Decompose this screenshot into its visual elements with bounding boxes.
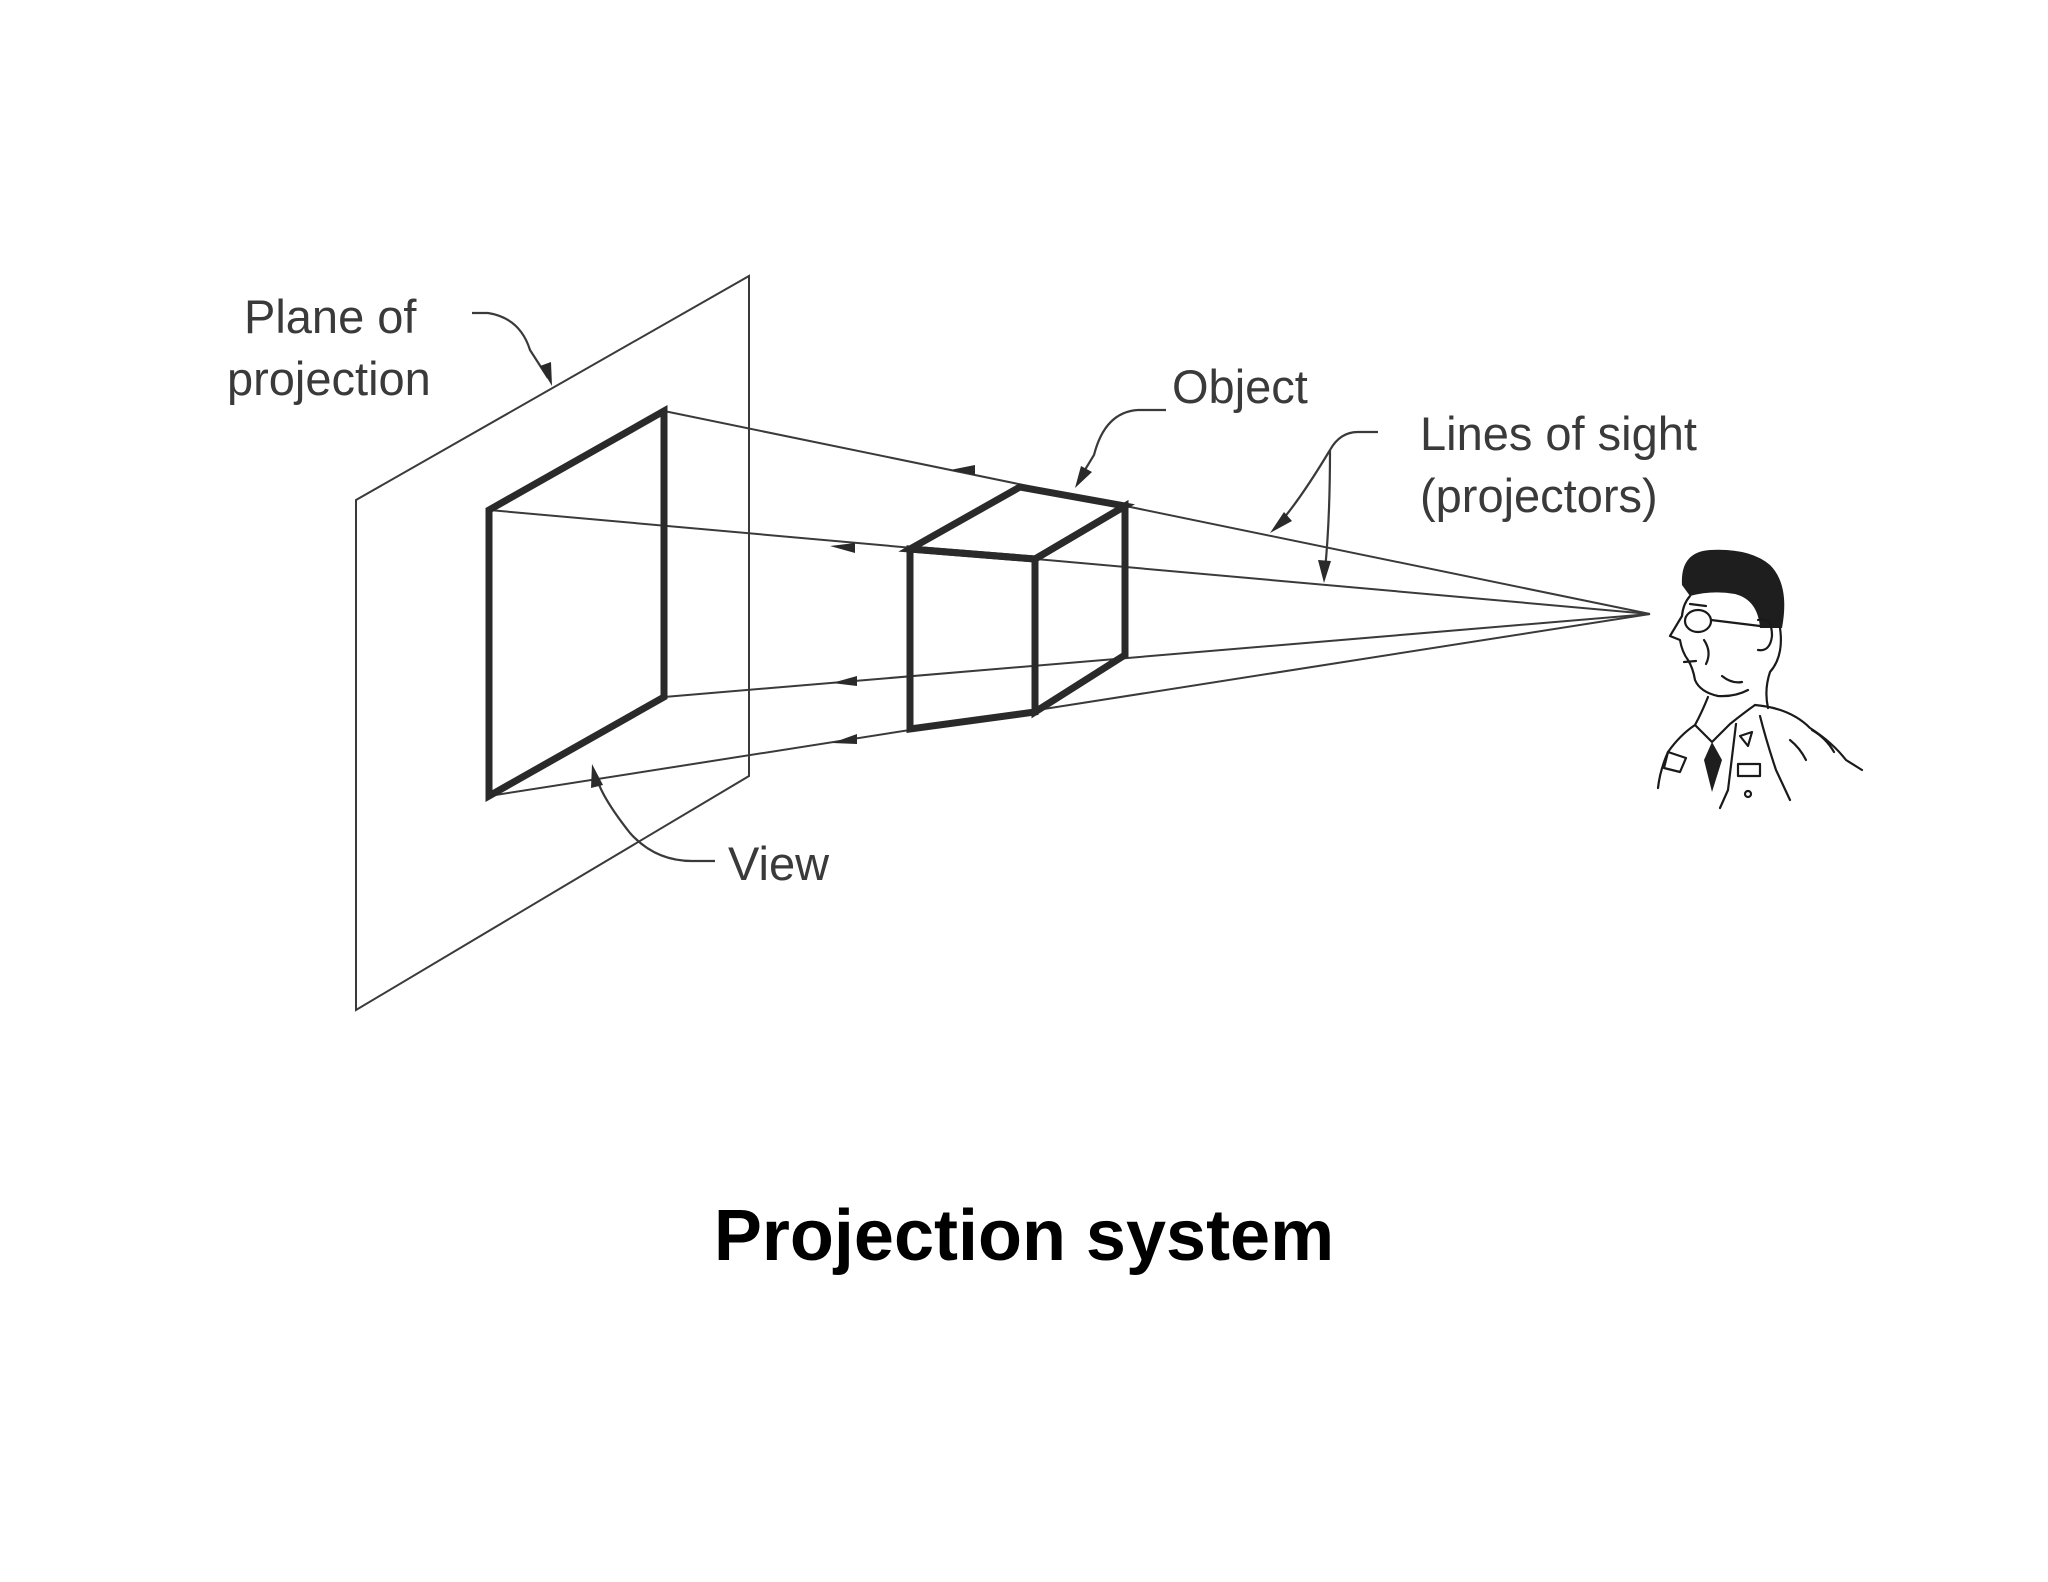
lines-of-sight-label-line2: (projectors) [1420, 469, 1658, 522]
plane-label-line1: Plane of [244, 290, 417, 343]
arrowhead [830, 543, 855, 553]
view-label: View [728, 837, 830, 890]
object-label: Object [1172, 360, 1308, 413]
object-cube [898, 483, 1135, 734]
arrowhead [832, 734, 857, 744]
projection-plane [355, 274, 750, 1012]
arrowhead [950, 465, 975, 475]
plane-label-line2: projection [227, 352, 431, 405]
projector-lines [488, 410, 1651, 797]
projector-arrowheads [830, 465, 975, 744]
projector-line [663, 613, 1651, 698]
lines-of-sight-leader [1270, 430, 1378, 583]
object-leader [1075, 408, 1166, 488]
projector-line [663, 410, 1651, 615]
diagram-caption: Projection system [713, 1196, 1335, 1276]
cube-front-face [906, 545, 1039, 734]
plane-leader [472, 311, 552, 386]
lines-of-sight-label-line1: Lines of sight [1420, 407, 1697, 460]
arrowhead [832, 676, 857, 686]
observer-figure [1656, 549, 1864, 810]
view-leader [591, 764, 715, 863]
cube-side-face [1031, 499, 1129, 719]
projector-line [488, 613, 1651, 797]
view-outline [485, 404, 668, 803]
projector-line [488, 509, 1651, 615]
